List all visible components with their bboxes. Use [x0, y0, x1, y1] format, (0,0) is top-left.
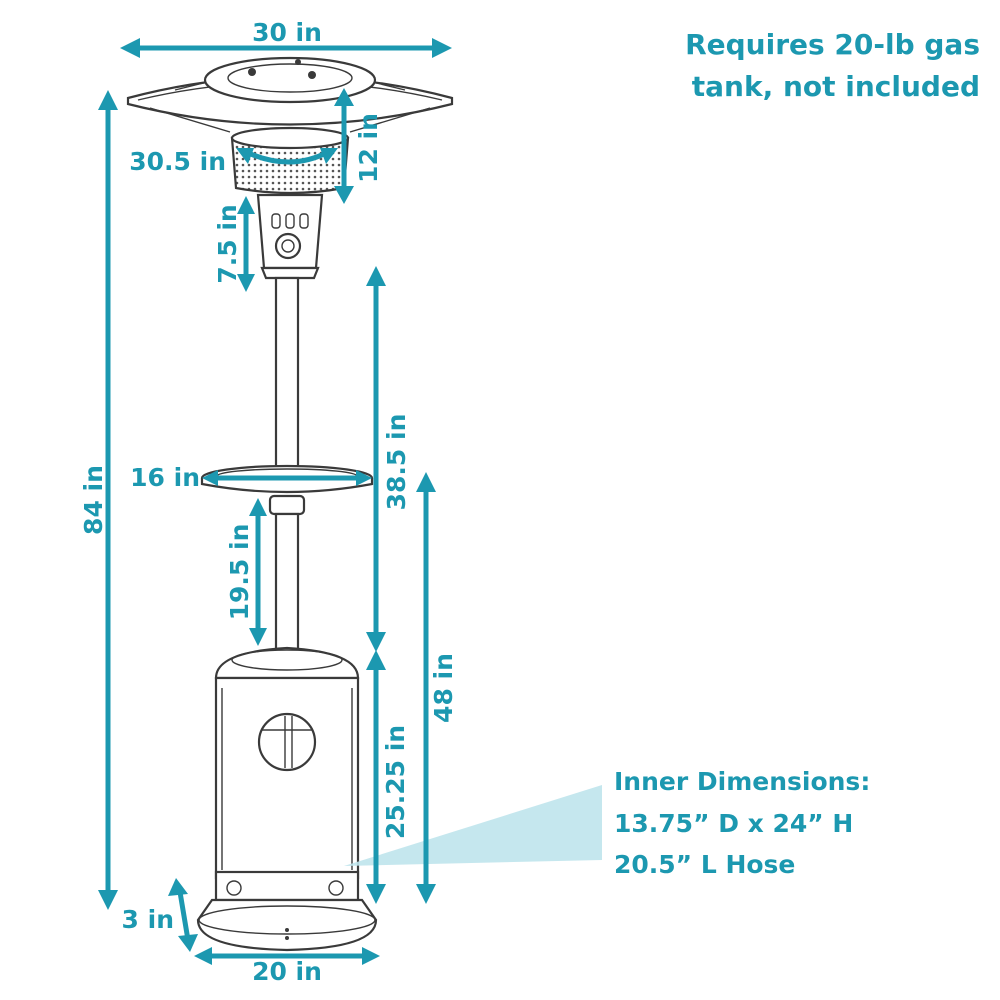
overall-height-label: 84 in — [79, 465, 108, 535]
lower-post-dimension-line — [249, 498, 267, 646]
reflector-shade — [126, 56, 454, 133]
table-height-dimension-line — [416, 472, 436, 904]
table-height-label: 48 in — [429, 653, 458, 723]
post-collar — [268, 494, 306, 516]
burner-height-label: 7.5 in — [213, 204, 242, 283]
upper-post-label: 38.5 in — [382, 414, 411, 511]
burner-height-dimension-line — [237, 196, 255, 292]
lower-post-label: 19.5 in — [225, 524, 254, 621]
inner-dimensions-title: Inner Dimensions: — [614, 767, 870, 796]
upper-post — [274, 276, 300, 476]
overall-height-dimension-line — [98, 90, 118, 910]
gas-tank-note-line-2: tank, not included — [692, 70, 980, 103]
top-width-dimension-line — [120, 38, 452, 58]
gas-tank-note-line-1: Requires 20-lb gas — [685, 28, 980, 61]
gas-tank-note: Requires 20-lb gas tank, not included — [685, 28, 980, 103]
patio-heater-illustration — [126, 56, 602, 952]
base-plate — [196, 898, 378, 952]
shade-gap-dimension-line — [334, 88, 354, 204]
inner-dimensions-callout-beam — [344, 785, 602, 866]
tank-housing-dimension-line — [366, 650, 386, 904]
reflector-circumference-arrow — [236, 148, 338, 165]
tank-housing — [214, 646, 360, 902]
inner-dimensions-size: 13.75” D x 24” H — [614, 809, 853, 838]
burner-assembly — [256, 193, 324, 280]
dimension-lines — [98, 38, 452, 965]
base-width-label: 20 in — [252, 957, 322, 986]
lower-post — [274, 512, 300, 656]
tank-housing-label: 25.25 in — [381, 725, 410, 839]
base-height-label: 3 in — [122, 905, 174, 934]
top-width-label: 30 in — [252, 18, 322, 47]
base-width-dimension-line — [194, 947, 380, 965]
upper-post-dimension-line — [366, 266, 386, 652]
inner-dimensions-hose: 20.5” L Hose — [614, 850, 795, 879]
shade-gap-label: 12 in — [354, 113, 383, 183]
table-diameter-label: 16 in — [130, 463, 200, 492]
reflector-circumference-label: 30.5 in — [129, 147, 226, 176]
inner-dimensions-note: Inner Dimensions: 13.75” D x 24” H 20.5”… — [614, 767, 870, 879]
table-diameter-dimension-line — [202, 470, 372, 486]
base-height-dimension-line — [168, 878, 198, 952]
